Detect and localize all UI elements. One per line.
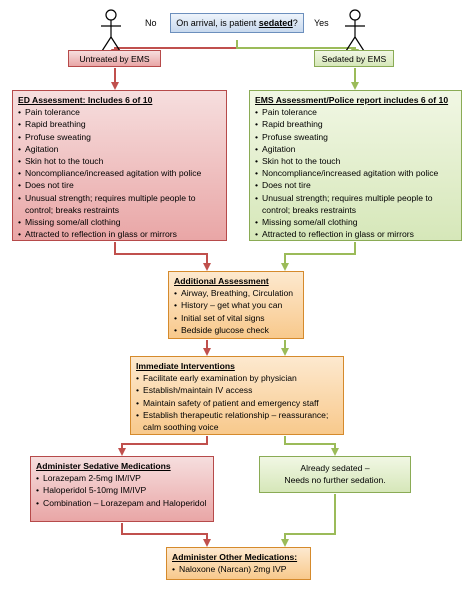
list-item: Pain tolerance (255, 106, 456, 118)
arrow-already-sedated-to-other (281, 494, 336, 547)
list-item: Skin hot to the touch (255, 155, 456, 167)
ed-assessment-list: Pain tolerance Rapid breathing Profuse s… (18, 106, 221, 240)
additional-assessment-title: Additional Assessment (174, 276, 269, 286)
list-item: Bedside glucose check (174, 324, 298, 336)
arrow-immediate-to-already-sedated (284, 436, 339, 456)
list-item: Facilitate early examination by physicia… (136, 372, 338, 384)
question-prefix: On arrival, is patient (176, 18, 259, 28)
list-item: Skin hot to the touch (18, 155, 221, 167)
ems-assessment-title: EMS Assessment/Police report includes 6 … (255, 95, 449, 105)
list-item: Unusual strength; requires multiple peop… (18, 192, 221, 216)
person-sedated-icon (345, 9, 365, 52)
list-item: Airway, Breathing, Circulation (174, 287, 298, 299)
arrow-ed-to-additional (114, 242, 211, 271)
additional-assessment-list: Airway, Breathing, Circulation History –… (174, 287, 298, 336)
ems-assessment-box: EMS Assessment/Police report includes 6 … (249, 90, 462, 241)
list-item: Rapid breathing (255, 118, 456, 130)
list-item: Naloxone (Narcan) 2mg IVP (172, 563, 305, 575)
list-item: Profuse sweating (18, 131, 221, 143)
untreated-by-ems-box: Untreated by EMS (68, 50, 161, 67)
question-emph: sedated (258, 18, 293, 28)
list-item: Haloperidol 5-10mg IM/IVP (36, 484, 208, 496)
immediate-interventions-list: Facilitate early examination by physicia… (136, 372, 338, 433)
list-item: Attracted to reflection in glass or mirr… (255, 228, 456, 240)
list-item: Combination – Lorazepam and Haloperidol (36, 497, 208, 509)
list-item: Maintain safety of patient and emergency… (136, 397, 338, 409)
ed-assessment-title: ED Assessment: Includes 6 of 10 (18, 95, 153, 105)
additional-assessment-box: Additional Assessment Airway, Breathing,… (168, 271, 304, 339)
list-item: Initial set of vital signs (174, 312, 298, 324)
list-item: Unusual strength; requires multiple peop… (255, 192, 456, 216)
list-item: Noncompliance/increased agitation with p… (255, 167, 456, 179)
arrow-immediate-to-sedative (118, 436, 208, 456)
list-item: Establish/maintain IV access (136, 384, 338, 396)
arrival-question: On arrival, is patient sedated? (170, 13, 304, 33)
question-suffix: ? (292, 18, 298, 28)
person-untreated-icon (101, 9, 121, 52)
branch-no-label: No (145, 18, 157, 28)
already-sedated-line2: Needs no further sedation. (284, 475, 386, 486)
list-item: Agitation (18, 143, 221, 155)
sedative-medications-box: Administer Sedative Medications Lorazepa… (30, 456, 214, 522)
list-item: Missing some/all clothing (18, 216, 221, 228)
other-medications-box: Administer Other Medications: Naloxone (… (166, 547, 311, 580)
list-item: Does not tire (18, 179, 221, 191)
other-medications-list: Naloxone (Narcan) 2mg IVP (172, 563, 305, 575)
list-item: Missing some/all clothing (255, 216, 456, 228)
list-item: Attracted to reflection in glass or mirr… (18, 228, 221, 240)
list-item: Does not tire (255, 179, 456, 191)
sedative-medications-list: Lorazepam 2-5mg IM/IVP Haloperidol 5-10m… (36, 472, 208, 509)
already-sedated-line1: Already sedated – (300, 463, 370, 473)
immediate-interventions-box: Immediate Interventions Facilitate early… (130, 356, 344, 435)
list-item: History – get what you can (174, 299, 298, 311)
ed-assessment-box: ED Assessment: Includes 6 of 10 Pain tol… (12, 90, 227, 241)
list-item: Profuse sweating (255, 131, 456, 143)
arrow-sedative-to-other (121, 523, 211, 547)
other-medications-title: Administer Other Medications: (172, 552, 298, 562)
list-item: Pain tolerance (18, 106, 221, 118)
branch-yes-label: Yes (314, 18, 329, 28)
list-item: Noncompliance/increased agitation with p… (18, 167, 221, 179)
sedated-by-ems-box: Sedated by EMS (314, 50, 394, 67)
list-item: Rapid breathing (18, 118, 221, 130)
sedative-medications-title: Administer Sedative Medications (36, 461, 171, 471)
arrow-ems-to-additional (281, 242, 356, 271)
list-item: Establish therapeutic relationship – rea… (136, 409, 338, 433)
list-item: Lorazepam 2-5mg IM/IVP (36, 472, 208, 484)
ems-assessment-list: Pain tolerance Rapid breathing Profuse s… (255, 106, 456, 240)
already-sedated-box: Already sedated – Needs no further sedat… (259, 456, 411, 493)
immediate-interventions-title: Immediate Interventions (136, 361, 235, 371)
list-item: Agitation (255, 143, 456, 155)
